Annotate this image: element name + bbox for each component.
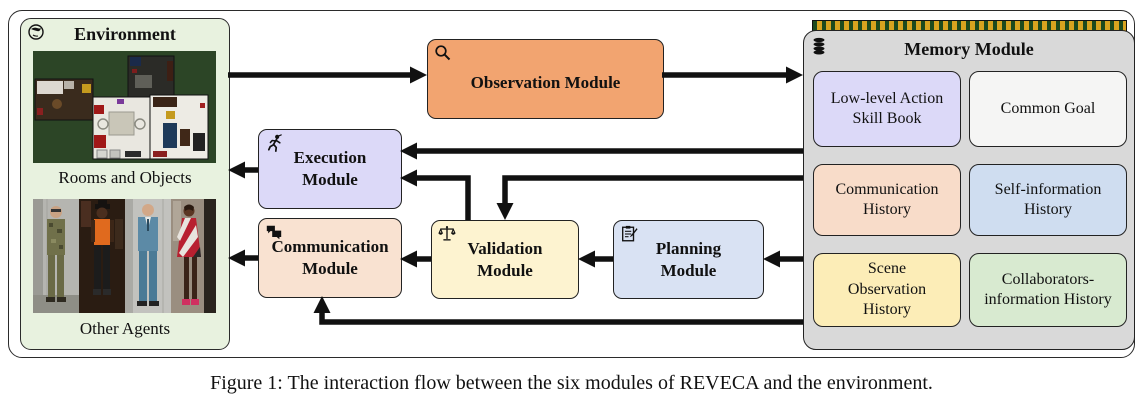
memory-item-label: Scene Observation History (847, 260, 927, 319)
speech-bubbles-icon (265, 223, 283, 241)
memory-item-label: Communication History (835, 180, 939, 218)
planning-module-label: Planning Module (655, 238, 722, 280)
observation-module: Observation Module (427, 39, 664, 119)
validation-module: Validation Module (431, 220, 579, 299)
agents-label: Other Agents (79, 319, 171, 338)
memory-item-label: Common Goal (1000, 99, 1096, 117)
communication-module: Communication Module (258, 218, 402, 298)
execution-module: Execution Module (258, 129, 402, 209)
rooms-image (33, 51, 216, 163)
memory-module-title: Memory Module (904, 39, 1034, 59)
planning-module: Planning Module (613, 220, 764, 299)
communication-module-label: Communication Module (271, 237, 389, 278)
execution-module-label: Execution Module (293, 148, 367, 189)
validation-module-label: Validation Module (467, 238, 543, 280)
clipboard-icon (620, 225, 638, 243)
memory-item-scene-observation-history: Scene Observation History (813, 253, 961, 327)
runner-icon (265, 134, 283, 152)
agents-image (33, 199, 216, 313)
database-icon (811, 37, 829, 55)
rooms-label: Rooms and Objects (58, 168, 192, 187)
magnifier-icon (434, 44, 452, 62)
memory-item-label: Collaborators-information History (984, 270, 1112, 308)
memory-item-communication-history: Communication History (813, 164, 961, 236)
environment-box: Environment (20, 18, 230, 350)
globe-icon (27, 23, 45, 41)
memory-item-label: Low-level Action Skill Book (830, 89, 944, 127)
memory-item-collaborators-information-history: Collaborators-information History (969, 253, 1127, 327)
memory-item-common-goal: Common Goal (969, 71, 1127, 147)
observation-module-label: Observation Module (470, 73, 621, 93)
scales-icon (438, 225, 456, 243)
memory-module: Memory Module Low-level Action Skill Boo… (803, 30, 1135, 350)
figure-caption: Figure 1: The interaction flow between t… (210, 372, 933, 394)
memory-item-low-level-action-skill-book: Low-level Action Skill Book (813, 71, 961, 147)
memory-item-label: Self-information History (994, 180, 1102, 218)
environment-title: Environment (74, 24, 176, 44)
memory-item-self-information-history: Self-information History (969, 164, 1127, 236)
